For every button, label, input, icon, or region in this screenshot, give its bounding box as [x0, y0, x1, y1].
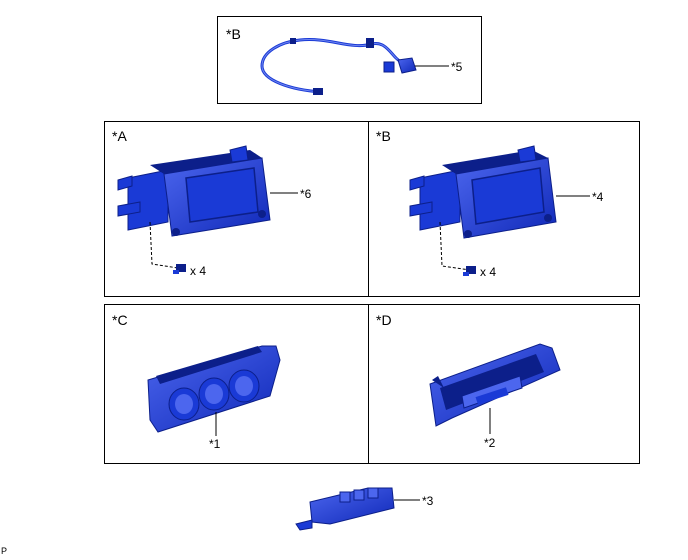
callout-1: *1: [209, 437, 221, 451]
callout-3: *3: [422, 494, 434, 508]
control-panel-c: [147, 345, 281, 433]
panel-b-display-unit: [368, 121, 640, 297]
panel-a-tag: *A: [112, 128, 127, 144]
panel-top-tag: *B: [226, 26, 241, 42]
display-unit-a: [117, 145, 271, 237]
screw-icon-b: [463, 266, 476, 276]
panel-d-tag: *D: [376, 312, 392, 328]
screw-qty-a: x 4: [190, 264, 207, 278]
callout-6: *6: [300, 187, 312, 201]
screw-qty-b: x 4: [480, 265, 497, 279]
switch-assembly-3: [295, 487, 395, 531]
callout-4: *4: [592, 190, 604, 204]
dashed-leader-a: [149, 221, 179, 269]
wire-harness: [260, 38, 417, 95]
panel-c-tag: *C: [112, 312, 128, 328]
dashed-leader-b: [439, 221, 471, 271]
panel-top-wire-harness: [217, 16, 482, 104]
corner-mark: P: [1, 546, 8, 556]
screw-icon-a: [173, 264, 186, 274]
display-unit-b: [409, 145, 557, 239]
callout-2: *2: [484, 436, 496, 450]
panel-b-tag: *B: [376, 128, 391, 144]
control-panel-d: [429, 343, 561, 427]
callout-5: *5: [451, 60, 463, 74]
panel-d-control-panel: [368, 304, 640, 464]
